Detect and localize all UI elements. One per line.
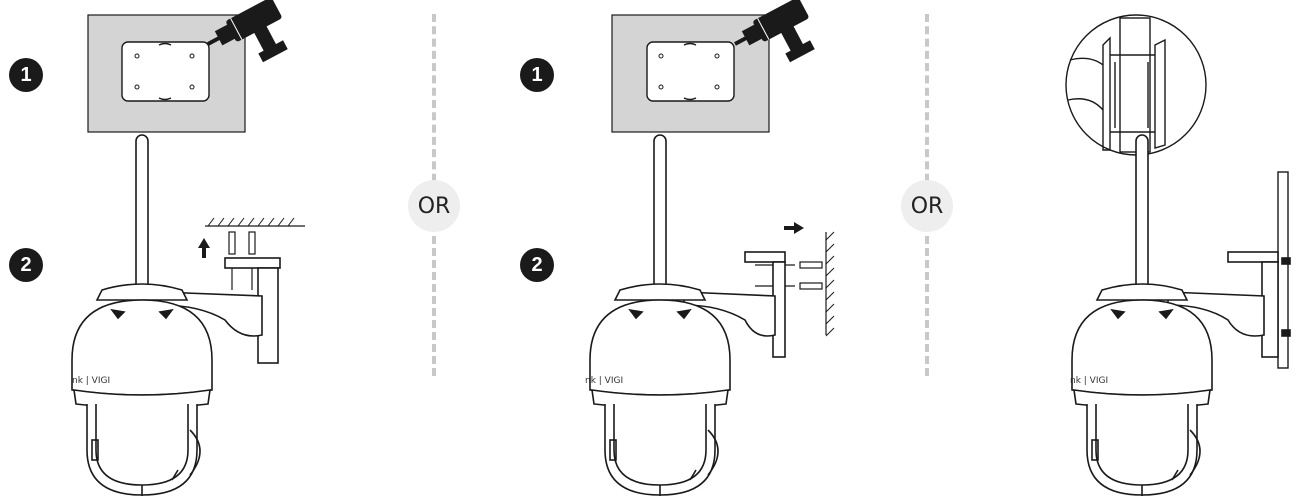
step-badge-2-wall: 2 [520,248,554,282]
divider-left-lower [432,236,436,376]
pole-mount-panel: nk | VIGI [1065,14,1291,497]
divider-left [432,14,436,194]
step-badge-1-ceiling: 1 [9,58,43,92]
step-badge-2-ceiling: 2 [9,248,43,282]
camera-brand-label-wall: nk | VIGI [585,376,623,386]
or-separator-right: OR [901,180,953,232]
divider-right-lower [925,236,929,376]
mounting-template [121,41,210,102]
camera-ceiling [71,134,213,497]
up-arrow-icon [198,238,210,258]
right-arrow-icon [784,222,804,234]
camera-pole [1071,134,1213,497]
wall-mount-panel: nk | VIGI [585,0,835,497]
step-badge-1-wall: 1 [520,58,554,92]
camera-brand-label: nk | VIGI [72,376,110,386]
ceiling-mount-panel: nk | VIGI [71,0,305,497]
divider-right [925,14,929,194]
pole [1277,171,1289,369]
camera-brand-label-pole: nk | VIGI [1070,376,1108,386]
camera-wall [589,134,731,497]
or-separator-left: OR [408,180,460,232]
mounting-template-wall [646,41,735,102]
